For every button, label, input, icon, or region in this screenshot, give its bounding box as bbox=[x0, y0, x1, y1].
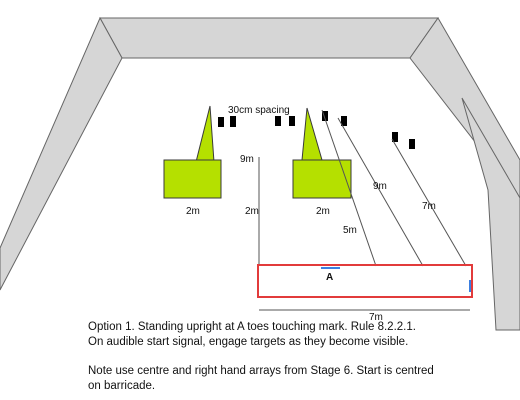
width-label-center-target: 2m bbox=[316, 206, 330, 217]
dist-line-7m-right bbox=[391, 138, 467, 267]
steel-markers bbox=[218, 111, 415, 149]
black-steel-plate-icon bbox=[289, 116, 295, 126]
black-steel-plate-icon bbox=[322, 111, 328, 121]
dist-label-9m-right: 9m bbox=[373, 181, 387, 192]
target-stand-triangle-icon bbox=[301, 107, 323, 161]
option-note-line-1: Option 1. Standing upright at A toes tou… bbox=[88, 321, 416, 333]
back-wall bbox=[99, 17, 439, 59]
black-steel-plate-icon bbox=[341, 116, 347, 126]
diagram-labels: 30cm spacing 9m 9m 7m 5m 2m 2m 2m A 7m bbox=[186, 105, 436, 323]
option-note: Option 1. Standing upright at A toes tou… bbox=[88, 320, 508, 350]
spacing-label: 30cm spacing bbox=[228, 105, 290, 116]
start-mark-label: A bbox=[326, 272, 333, 283]
start-box-rectangle-icon bbox=[257, 264, 473, 298]
width-label-left-target: 2m bbox=[186, 206, 200, 217]
black-steel-plate-icon bbox=[218, 117, 224, 127]
dist-label-9m-left: 9m bbox=[240, 154, 254, 165]
range-walls bbox=[0, 16, 520, 331]
stage-note-line-1: Note use centre and right hand arrays fr… bbox=[88, 365, 434, 377]
black-steel-plate-icon bbox=[275, 116, 281, 126]
black-steel-plate-icon bbox=[392, 132, 398, 142]
option-note-line-2: On audible start signal, engage targets … bbox=[88, 336, 409, 348]
left-target-array bbox=[163, 105, 222, 199]
left-wall bbox=[0, 16, 123, 291]
dist-label-7m-right: 7m bbox=[422, 201, 436, 212]
right-wall-lower bbox=[461, 97, 520, 331]
stage-note: Note use centre and right hand arrays fr… bbox=[88, 364, 508, 394]
lime-square-target-icon bbox=[292, 159, 352, 199]
start-barricade bbox=[257, 264, 473, 298]
barricade-width-label: 7m bbox=[369, 312, 383, 323]
stage-note-line-2: on barricade. bbox=[88, 380, 156, 392]
lime-square-target-icon bbox=[163, 159, 222, 199]
width-label-gap: 2m bbox=[245, 206, 259, 217]
dist-line-9m-right bbox=[337, 117, 424, 267]
target-stand-triangle-icon bbox=[195, 105, 215, 163]
dist-label-5m: 5m bbox=[343, 225, 357, 236]
black-steel-plate-icon bbox=[230, 116, 236, 127]
black-steel-plate-icon bbox=[409, 139, 415, 149]
measurement-lines bbox=[258, 109, 470, 311]
dist-line-5m bbox=[321, 109, 377, 267]
